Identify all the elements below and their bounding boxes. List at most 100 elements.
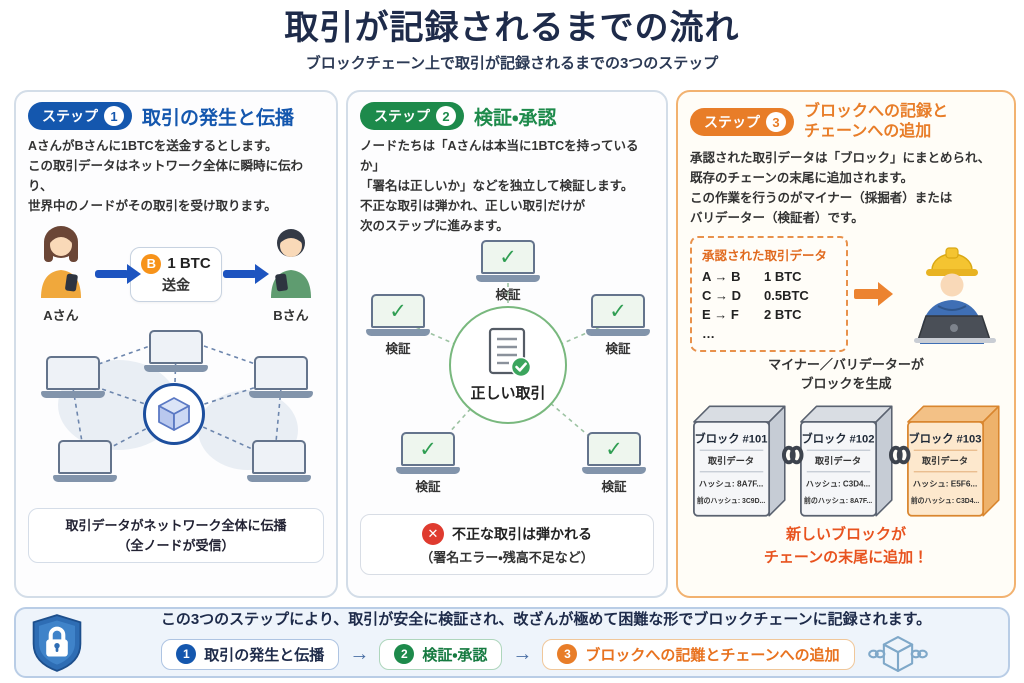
step1-description: AさんがBさんに1BTCを送金するとします。 この取引データはネットワーク全体に…	[28, 136, 324, 216]
step2-body-line1: ノードたちは「Aさんは本当に1BTCを持っているか」	[360, 139, 639, 173]
summary-text: この3つのステップにより、取引が安全に検証され、改ざんが極めて困難な形でブロック…	[160, 610, 932, 628]
blockchain-hub	[143, 383, 205, 445]
block-prev-hash: 前のハッシュ: 8A7F...	[804, 496, 872, 505]
step1-header: ステップ 1 取引の発生と伝播	[28, 102, 324, 130]
transfer-action: 送金	[161, 276, 190, 293]
chain-link-icon	[888, 445, 911, 465]
verify-node: ✓ 検証	[366, 294, 430, 357]
summary-bar: この3つのステップにより、取引が安全に検証され、改ざんが極めて困難な形でブロック…	[14, 607, 1010, 678]
step1-badge-number: 1	[104, 106, 124, 126]
block-tx: 取引データ	[708, 455, 754, 466]
block-name: ブロック #102	[802, 431, 875, 445]
pill-number: 1	[176, 644, 197, 665]
step2-badge-label: ステップ	[374, 108, 430, 124]
block-103-new: ブロック #103 取引データ ハッシュ: E5F6... 前のハッシュ: C3…	[907, 405, 1000, 517]
approved-row-2: C → D 0.5BTC	[702, 287, 836, 306]
verify-node: ✓ 検証	[582, 432, 646, 495]
verification-diagram: ✓ 検証 ✓ 検証 ✓ 検証 ✓ 検証 ✓ 検証	[360, 240, 656, 506]
new-block-caption: 新しいブロックが チェーンの末尾に追加！	[690, 524, 1002, 569]
step2-header: ステップ 2 検証・承認	[360, 102, 654, 130]
block-hash: ハッシュ: C3D4...	[806, 479, 870, 488]
node-laptop	[247, 440, 311, 482]
bitcoin-icon: B	[141, 253, 162, 274]
new-block-line1: 新しいブロックが	[785, 526, 906, 544]
tx-amount: 1 BTC	[764, 269, 802, 284]
step1-panel: ステップ 1 取引の発生と伝播 AさんがBさんに1BTCを送金するとします。 こ…	[14, 90, 338, 598]
laptop-icon	[247, 440, 311, 482]
laptop-icon	[53, 440, 117, 482]
laptop-check-icon: ✓	[476, 240, 540, 282]
laptop-icon	[144, 330, 208, 372]
tx-path: C → D	[702, 287, 741, 303]
transfer-illustration: Aさん B 1 BTC 送金	[28, 224, 324, 324]
valid-transaction-label: 正しい取引	[470, 385, 546, 402]
step3-title-line2: チェーンへの追加	[804, 123, 932, 140]
cube-icon	[158, 397, 190, 431]
block-name: ブロック #101	[695, 431, 768, 445]
step3-description: 承認された取引データは「ブロック」にまとめられ、 既存のチェーンの末尾に追加され…	[690, 148, 1002, 228]
shield-lock-icon	[32, 613, 82, 672]
check-icon: ✓	[419, 437, 437, 461]
verify-node: ✓ 検証	[396, 432, 460, 495]
check-icon: ✓	[499, 245, 517, 269]
check-icon: ✓	[389, 299, 407, 323]
tx-amount: 0.5BTC	[764, 287, 809, 303]
miner-illustration-icon	[914, 247, 996, 344]
node-laptop	[53, 440, 117, 482]
verify-node-label: 検証	[385, 342, 411, 356]
step1-badge: ステップ 1	[28, 102, 132, 130]
x-circle-icon: ✕	[422, 523, 444, 545]
step1-body-line2: この取引データはネットワーク全体に瞬時に伝わり、	[28, 159, 304, 193]
verify-node: ✓ 検証	[586, 294, 650, 357]
summary-pills: 1 取引の発生と伝播 → 2 検証・承認 → 3 ブロックへの記難とチェーンへの…	[96, 633, 996, 675]
block-name: ブロック #103	[909, 431, 982, 445]
verify-node-label: 検証	[415, 480, 441, 494]
laptop-check-icon: ✓	[366, 294, 430, 336]
transfer-amount: 1 BTC	[167, 255, 211, 272]
summary-pill-step3: 3 ブロックへの記難とチェーンへの追加	[542, 638, 855, 670]
step3-badge: ステップ 3	[690, 108, 794, 136]
receiver-label: Bさん	[273, 308, 309, 323]
pill-label: 取引の発生と伝播	[204, 646, 325, 664]
step2-body-line3: 不正な取引は弾かれ、正しい取引だけが	[360, 199, 586, 213]
node-laptop	[144, 330, 208, 372]
sender-person: Aさん	[28, 224, 94, 324]
arrow-icon: →	[512, 642, 533, 665]
step3-body-line4: バリデーター（検証者）です。	[690, 211, 864, 225]
verify-node-label: 検証	[601, 480, 627, 494]
miner-caption-line1: マイナー／バリデーターが	[768, 357, 924, 373]
header: 取引が記録されるまでの流れ ブロックチェーン上で取引が記録されるまでの3つのステ…	[0, 0, 1024, 73]
miner-caption: マイナー／バリデーターが ブロックを生成	[690, 356, 1002, 394]
pill-label: ブロックへの記難とチェーンへの追加	[585, 646, 840, 664]
step1-title: 取引の発生と伝播	[142, 107, 295, 129]
block-hash: ハッシュ: 8A7F...	[699, 479, 763, 488]
sender-label: Aさん	[43, 308, 79, 323]
step3-badge-number: 3	[766, 112, 786, 132]
block-101: ブロック #101 取引データ ハッシュ: 8A7F... 前のハッシュ: 3C…	[693, 405, 786, 517]
pill-number: 3	[557, 644, 578, 665]
step2-badge-number: 2	[436, 106, 456, 126]
tx-amount: 2 BTC	[764, 306, 802, 322]
step3-body-line3: この作業を行うのがマイナー（採掘者）または	[690, 191, 953, 205]
step1-caption-line1: 取引データがネットワーク全体に伝播	[65, 518, 287, 533]
step1-caption-box: 取引データがネットワーク全体に伝播 （全ノードが受信）	[28, 508, 324, 563]
chained-cube-icon	[867, 636, 928, 673]
pill-number: 2	[394, 644, 415, 665]
step3-title: ブロックへの記録と チェーンへの追加	[804, 102, 948, 142]
approved-data-title: 承認された取引データ	[702, 249, 828, 263]
approved-row-4: …	[702, 325, 836, 344]
step2-description: ノードたちは「Aさんは本当に1BTCを持っているか」 「署名は正しいか」などを独…	[360, 136, 654, 236]
orange-arrow-icon	[854, 282, 893, 307]
step2-badge: ステップ 2	[360, 102, 464, 130]
node-laptop	[249, 356, 313, 398]
man-illustration-icon	[270, 229, 311, 298]
block-prev-hash: 前のハッシュ: C3D4...	[911, 496, 979, 505]
laptop-icon	[41, 356, 105, 398]
block-tx: 取引データ	[922, 455, 968, 466]
summary-pill-step2: 2 検証・承認	[379, 638, 503, 670]
block-prev-hash: 前のハッシュ: 3C9D...	[697, 496, 765, 505]
